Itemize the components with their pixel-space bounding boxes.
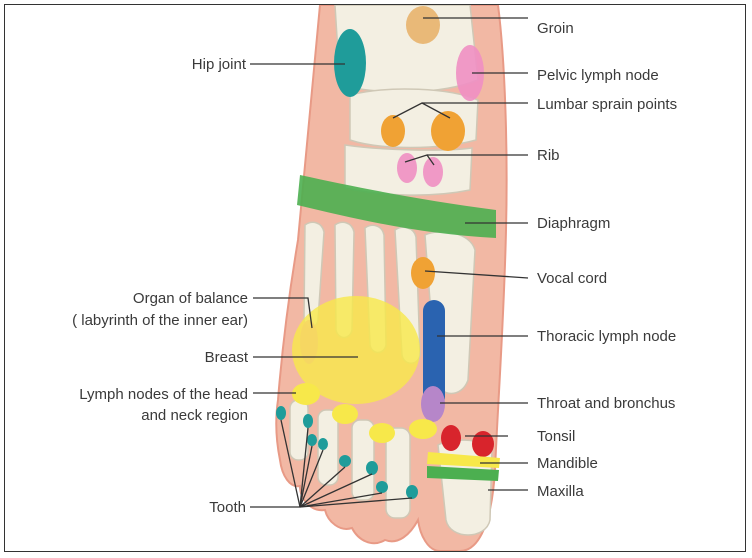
label-lumbar-sprain-points: Lumbar sprain points (537, 96, 677, 113)
label-diaphragm: Diaphragm (537, 215, 610, 232)
throat-bronchus-zone (421, 386, 445, 422)
label-tooth: Tooth (209, 499, 246, 516)
rib-zone-left (397, 153, 417, 183)
label-vocal-cord: Vocal cord (537, 270, 607, 287)
groin-zone (406, 6, 440, 44)
label-tonsil: Tonsil (537, 428, 575, 445)
label-organ-of-balance: Organ of balance (133, 290, 248, 307)
label-mandible: Mandible (537, 455, 598, 472)
label-lymph-nodes-neck: and neck region (141, 407, 248, 424)
lumbar-sprain-point-left (381, 115, 405, 147)
label-throat-and-bronchus: Throat and bronchus (537, 395, 675, 412)
tonsil-zone-right (472, 431, 494, 457)
label-rib: Rib (537, 147, 560, 164)
label-pelvic-lymph-node: Pelvic lymph node (537, 67, 659, 84)
label-organ-of-balance-detail: ( labyrinth of the inner ear) (72, 312, 248, 329)
label-thoracic-lymph-node: Thoracic lymph node (537, 328, 676, 345)
vocal-cord-zone (411, 257, 435, 289)
hip-joint-zone (334, 29, 366, 97)
label-breast: Breast (205, 349, 249, 366)
label-groin: Groin (537, 20, 574, 37)
rib-zone-right (423, 157, 443, 187)
label-maxilla: Maxilla (537, 483, 584, 500)
label-hip-joint: Hip joint (192, 56, 247, 73)
label-lymph-nodes-head: Lymph nodes of the head (79, 386, 248, 403)
tonsil-zone-left (441, 425, 461, 451)
